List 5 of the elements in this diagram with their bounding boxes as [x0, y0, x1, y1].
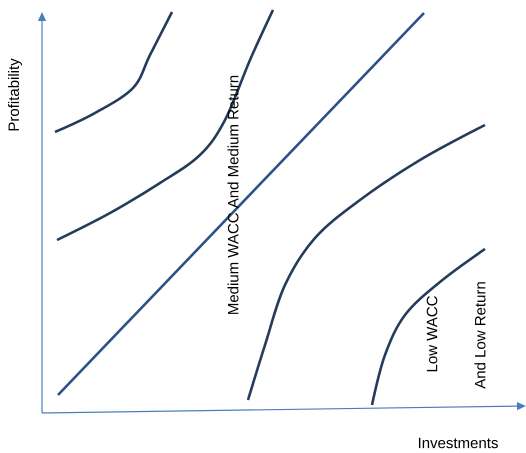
curve-label: Low WACC	[426, 296, 438, 372]
axis-label: Investments	[418, 438, 498, 448]
axis-label: Profitability	[8, 58, 22, 130]
curve-label: Medium WACC And Medium Return	[228, 76, 238, 314]
curve-label: And Low Return	[474, 282, 486, 389]
